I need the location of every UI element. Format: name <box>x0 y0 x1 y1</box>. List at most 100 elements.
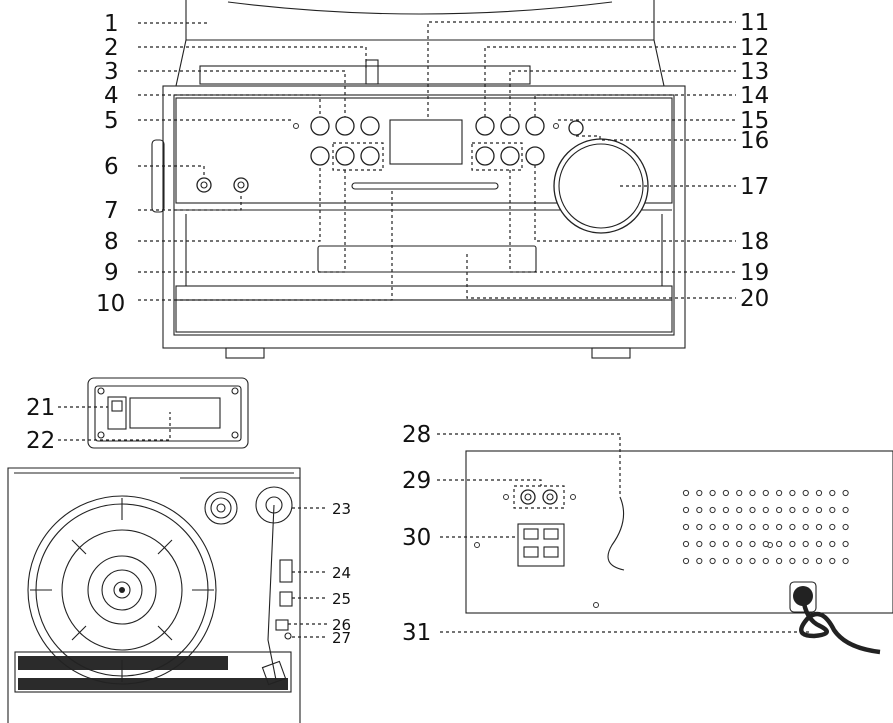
rear-view <box>437 433 893 655</box>
callout-labels: 1 2 3 4 5 6 7 8 9 10 11 12 13 14 15 16 1… <box>26 10 769 647</box>
front-view <box>151 0 686 359</box>
callout-label: 5 <box>104 108 119 134</box>
button <box>525 146 545 166</box>
grille-hole <box>749 506 756 514</box>
callout-label: 11 <box>740 10 769 36</box>
grille-hole <box>776 557 783 565</box>
grille-hole <box>696 506 703 514</box>
grille-hole <box>789 523 796 531</box>
rca-jack-left <box>520 489 536 505</box>
grille-hole <box>762 489 769 497</box>
grille-hole <box>682 489 690 497</box>
button <box>335 116 355 136</box>
callout-label: 1 <box>104 11 119 37</box>
volume-knob <box>553 138 649 234</box>
grille-hole <box>709 540 716 548</box>
callout-label: 31 <box>402 620 431 646</box>
grille-hole <box>709 557 716 565</box>
grille-hole <box>802 540 809 548</box>
led-indicator <box>553 123 559 129</box>
grille-hole <box>682 557 690 565</box>
control-panel <box>175 97 673 204</box>
speaker-terminals <box>517 523 565 567</box>
grille-hole <box>829 540 836 548</box>
grille-hole <box>776 489 783 497</box>
callout-label: 23 <box>332 500 351 518</box>
grille-hole <box>829 506 836 514</box>
led-indicator <box>293 123 299 129</box>
callout-label: 6 <box>104 154 119 180</box>
power-cord-socket <box>793 586 813 606</box>
callout-label: 8 <box>104 229 119 255</box>
button <box>360 146 380 166</box>
turntable-view <box>7 467 328 723</box>
grille-hole <box>829 489 836 497</box>
callout-label: 19 <box>740 260 769 286</box>
grille-hole <box>749 540 756 548</box>
callout-label: 4 <box>104 83 119 109</box>
grille-hole <box>762 523 769 531</box>
slide-switch <box>107 396 127 430</box>
grille-hole <box>682 506 690 514</box>
aux-jack <box>233 177 249 193</box>
rear-panel <box>465 450 893 614</box>
grille-hole <box>789 506 796 514</box>
callout-label: 16 <box>740 128 769 154</box>
cassette-door <box>317 245 537 273</box>
cabinet <box>162 85 686 349</box>
callout-label: 29 <box>402 468 431 494</box>
tonearm-rest <box>279 591 293 607</box>
callout-label: 20 <box>740 286 769 312</box>
grille-hole <box>815 540 823 548</box>
grille-hole <box>749 523 756 531</box>
callout-label: 10 <box>96 291 125 317</box>
tonearm-lever <box>279 559 293 583</box>
platter <box>27 495 217 685</box>
grille-hole <box>815 489 823 497</box>
callout-label: 25 <box>332 590 351 608</box>
grille-hole <box>802 523 809 531</box>
callout-label: 27 <box>332 629 351 647</box>
grille-hole <box>682 540 690 548</box>
callout-label: 9 <box>104 260 119 286</box>
grille-hole <box>776 523 783 531</box>
grille-hole <box>749 489 756 497</box>
tonearm-base <box>255 486 293 524</box>
lcd-display <box>389 119 463 165</box>
grille-hole <box>736 557 743 565</box>
grille-hole <box>749 557 756 565</box>
button <box>360 116 380 136</box>
grille-hole <box>789 557 796 565</box>
grille-hole <box>815 557 823 565</box>
grille-hole <box>842 540 849 548</box>
grille-hole <box>842 506 849 514</box>
button <box>475 116 495 136</box>
grille-hole <box>736 540 743 548</box>
headphone-jack <box>196 177 212 193</box>
grille-hole <box>696 540 703 548</box>
fm-antenna-wire <box>607 496 625 571</box>
grille-hole <box>842 557 849 565</box>
grille-hole <box>709 489 716 497</box>
grille-hole <box>696 557 703 565</box>
rca-jack-right <box>542 489 558 505</box>
grille-hole <box>736 523 743 531</box>
button <box>310 146 330 166</box>
grille-hole <box>709 523 716 531</box>
callout-label: 12 <box>740 35 769 61</box>
cd-slot <box>351 182 499 190</box>
grille-hole <box>722 540 730 548</box>
grille-hole <box>696 523 703 531</box>
grille-hole <box>829 557 836 565</box>
callout-label: 2 <box>104 35 119 61</box>
callout-label: 28 <box>402 422 431 448</box>
grille-hole <box>776 540 783 548</box>
grille-hole <box>802 557 809 565</box>
callout-label: 21 <box>26 395 55 421</box>
button <box>568 120 584 136</box>
grille-hole <box>722 506 730 514</box>
grille-hole <box>789 489 796 497</box>
callout-label: 17 <box>740 174 769 200</box>
button <box>335 146 355 166</box>
